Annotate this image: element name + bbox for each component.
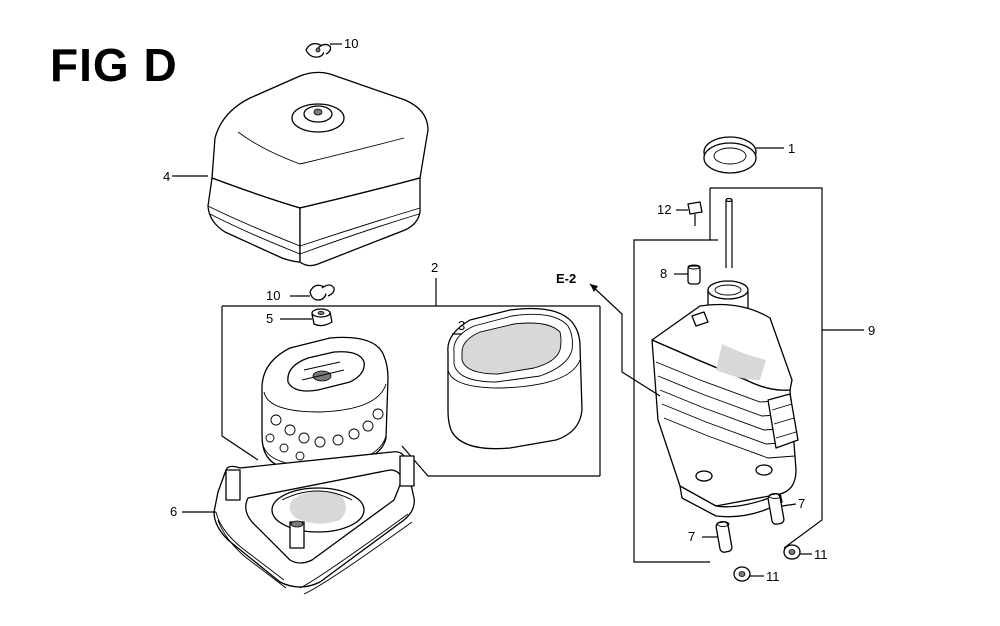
callout-6: 6 [170, 504, 177, 519]
callout-1: 1 [788, 141, 795, 156]
callout-10-top: 10 [344, 36, 358, 51]
reference-e2: E-2 [556, 271, 576, 286]
bracket-9 [633, 187, 864, 563]
callout-11-left: 11 [766, 569, 780, 584]
callout-12: 12 [657, 202, 671, 217]
bolt-12 [687, 201, 703, 226]
tube-7-right [767, 493, 785, 525]
callout-5: 5 [266, 311, 273, 326]
paper-element [261, 336, 389, 472]
callout-7-right: 7 [798, 496, 805, 511]
callout-8: 8 [660, 266, 667, 281]
leader-7a [781, 503, 797, 507]
leader-e2-arrow [590, 284, 598, 292]
callout-3: 3 [458, 318, 465, 333]
bracket-2 [221, 278, 601, 477]
air-cleaner-base [213, 451, 415, 595]
foam-element [447, 307, 583, 450]
figure-title: FIG D [50, 39, 178, 91]
perforations [265, 408, 384, 461]
leader-e2 [589, 283, 661, 397]
seal-ring [703, 136, 757, 174]
nut-11-right [783, 544, 801, 560]
callout-10-middle: 10 [266, 288, 280, 303]
callout-2: 2 [431, 260, 438, 275]
collar-8 [687, 264, 701, 285]
air-cleaner-cover [207, 71, 429, 267]
wing-nut-top [305, 42, 332, 58]
callout-4: 4 [163, 169, 170, 184]
tube-7-left [715, 521, 733, 553]
callout-7-left: 7 [688, 529, 695, 544]
nut-5 [311, 308, 333, 327]
wing-nut-middle [309, 284, 335, 301]
callout-9: 9 [868, 323, 875, 338]
callout-11-right: 11 [814, 547, 828, 562]
air-cleaner-case [651, 197, 799, 518]
nut-11-left [733, 566, 751, 582]
